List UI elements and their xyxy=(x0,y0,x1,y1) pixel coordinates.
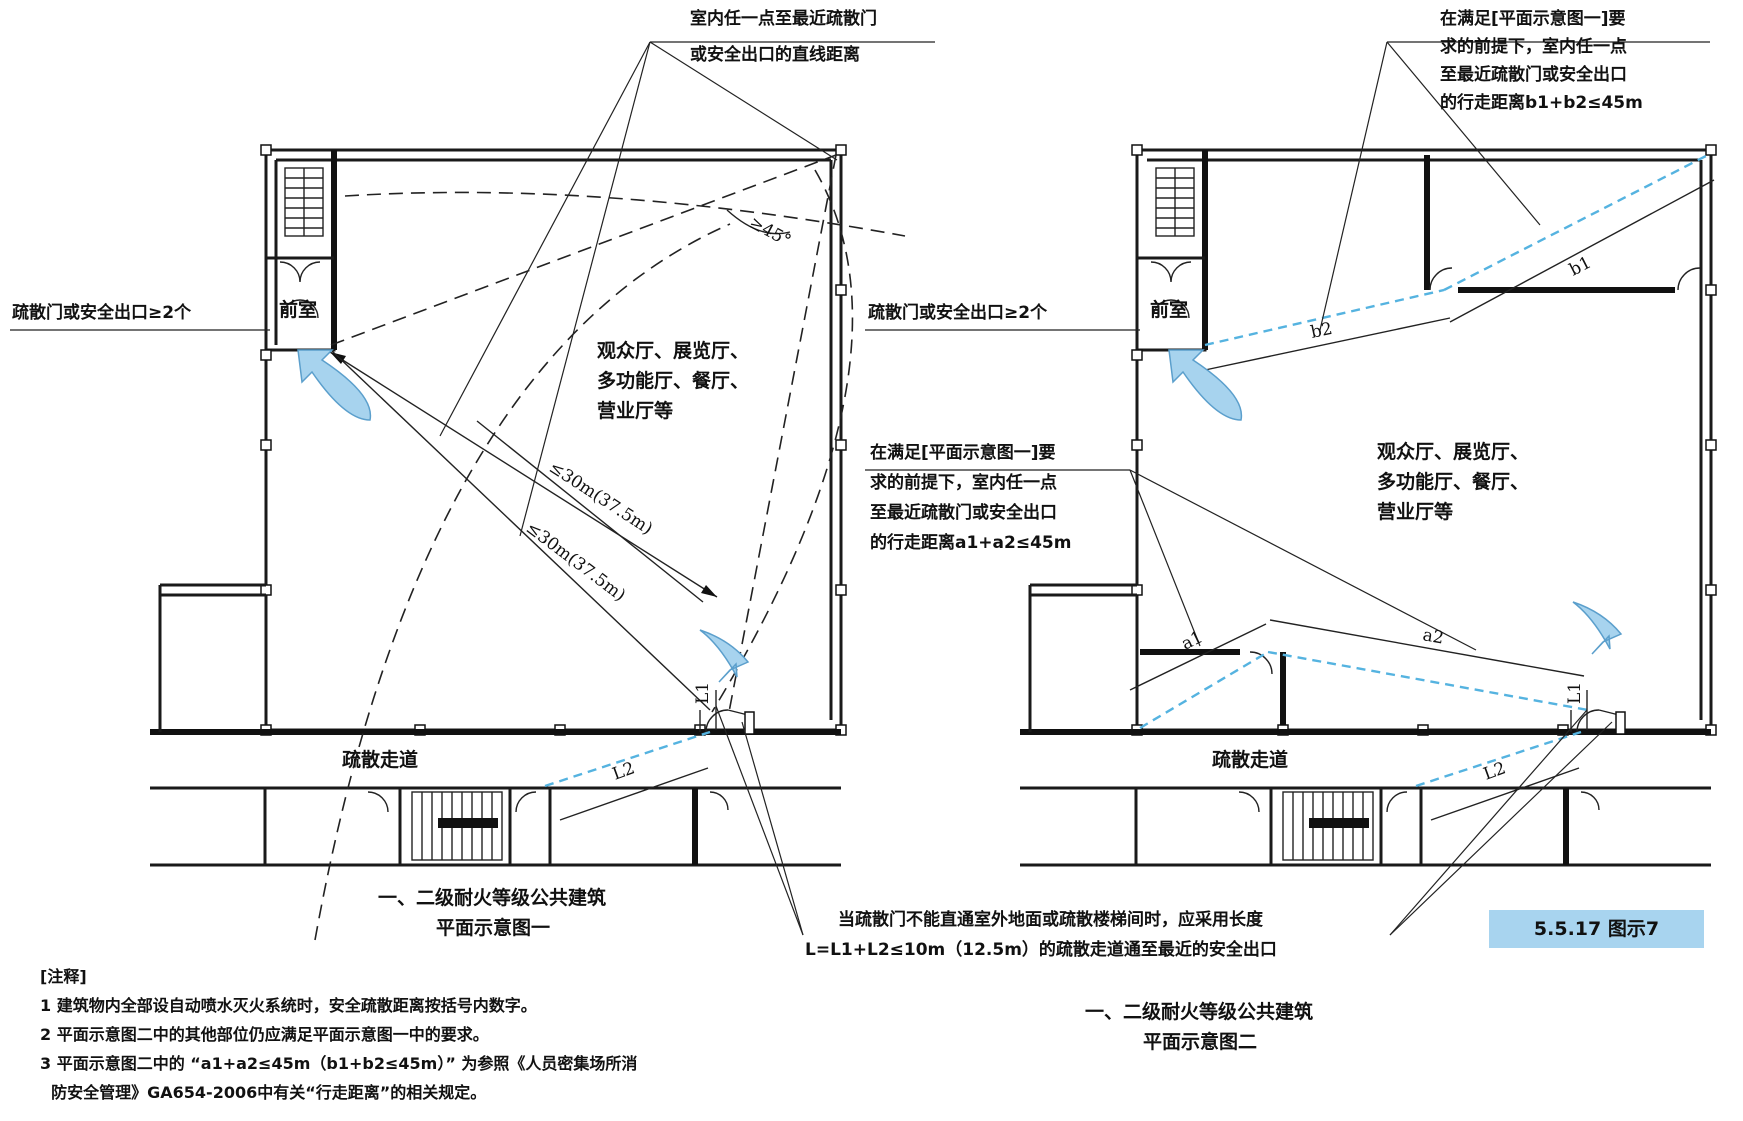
right-blue-arrow-hall xyxy=(1572,601,1623,655)
left-anteroom-door-top xyxy=(279,261,321,283)
left-leader-3 xyxy=(649,41,838,161)
right-blue-path-a1 xyxy=(1139,650,1269,730)
notes-block: [注释] 1 建筑物内全部设自动喷水灭火系统时，安全疏散距离按括号内数字。 2 … xyxy=(40,962,637,1107)
left-lower-stair-treads xyxy=(421,792,498,860)
left-leader-2 xyxy=(519,41,651,537)
right-l2-text: L2 xyxy=(1481,758,1509,784)
right-top-leader-1 xyxy=(1386,41,1541,226)
right-blue-path-b2 xyxy=(1204,288,1445,347)
left-door-jamb xyxy=(744,711,755,735)
left-lower-stair xyxy=(411,791,503,861)
right-corridor-label: 疏散走道 xyxy=(1212,749,1289,771)
notes-heading: [注释] xyxy=(40,967,87,986)
left-dash-arc-top xyxy=(344,191,906,237)
right-top-leader-2 xyxy=(1319,41,1388,331)
note-item: 2 平面示意图二中的其他部位仍应满足平面示意图一中的要求。 xyxy=(40,1025,489,1044)
right-blue-path-a2 xyxy=(1267,650,1589,712)
right-dim-a2 xyxy=(1269,619,1585,677)
left-title-line-2: 平面示意图一 xyxy=(436,917,551,939)
left-title-line-1: 一、二级耐火等级公共建筑 xyxy=(378,887,607,909)
right-blue-arrow-exit xyxy=(1168,349,1243,421)
left-header-line-2: 或安全出口的直线距离 xyxy=(690,45,860,65)
right-a2-text: a2 xyxy=(1421,625,1445,648)
left-hall-line-2: 多功能厅、餐厅、 xyxy=(597,370,750,392)
right-top-note-1: 在满足[平面示意图一]要 xyxy=(1440,9,1626,29)
right-exits-label: 疏散门或安全出口≥2个 xyxy=(868,303,1048,323)
right-lower-stair xyxy=(1282,791,1374,861)
right-hall-line-1: 观众厅、展览厅、 xyxy=(1377,441,1530,463)
left-dim-line-2 xyxy=(476,420,704,603)
left-dim-line-3 xyxy=(330,349,711,711)
left-leader-1 xyxy=(439,41,651,437)
right-blue-path-b1 xyxy=(1443,154,1707,292)
right-anteroom-label: 前室 xyxy=(1150,299,1189,321)
left-corridor-label: 疏散走道 xyxy=(342,749,419,771)
left-hall-line-3: 营业厅等 xyxy=(597,400,674,422)
right-mid-leader-2 xyxy=(1129,469,1477,651)
note-leader-l2 xyxy=(741,721,804,936)
right-mid-note-3: 至最近疏散门或安全出口 xyxy=(870,503,1057,523)
left-dash-diagonal-1 xyxy=(330,154,837,346)
note-item: 防安全管理》GA654-2006中有关“行走距离”的相关规定。 xyxy=(40,1083,487,1102)
right-hall-line-2: 多功能厅、餐厅、 xyxy=(1377,471,1530,493)
right-door-jamb xyxy=(1615,711,1626,735)
left-angle-text: ≥45° xyxy=(746,213,795,251)
note-item: 3 平面示意图二中的 “a1+a2≤45m（b1+b2≤45m）” 为参照《人员… xyxy=(40,1054,638,1073)
right-mid-leader-1 xyxy=(1129,469,1201,647)
right-dim-b1 xyxy=(1449,179,1715,323)
right-top-note-4: 的行走距离b1+b2≤45m xyxy=(1440,93,1643,113)
left-anteroom-label: 前室 xyxy=(279,299,318,321)
right-lower-stair-treads xyxy=(1292,792,1369,860)
right-mid-note-1: 在满足[平面示意图一]要 xyxy=(870,443,1056,463)
note-leader-r1 xyxy=(1389,709,1588,936)
note-item: 1 建筑物内全部设自动喷水灭火系统时，安全疏散距离按括号内数字。 xyxy=(40,996,537,1015)
right-dim-b2 xyxy=(1204,317,1451,371)
right-plan xyxy=(865,41,1717,936)
right-mid-note-4: 的行走距离a1+a2≤45m xyxy=(870,533,1072,553)
right-mid-note-2: 求的前提下，室内任一点 xyxy=(870,473,1057,493)
left-header-line-1: 室内任一点至最近疏散门 xyxy=(690,9,877,29)
right-top-note-3: 至最近疏散门或安全出口 xyxy=(1440,65,1627,85)
right-title-line-2: 平面示意图二 xyxy=(1143,1031,1258,1053)
right-anteroom-door-top xyxy=(1150,261,1192,283)
right-top-note-2: 求的前提下，室内任一点 xyxy=(1440,37,1627,57)
left-exits-label: 疏散门或安全出口≥2个 xyxy=(12,303,192,323)
note-leader-l1 xyxy=(715,705,804,936)
left-dim-arrow-1b xyxy=(701,585,717,597)
right-room-door-2 xyxy=(1677,267,1701,291)
left-dash-arc-right xyxy=(711,169,854,713)
note-leader-r2 xyxy=(1389,721,1613,936)
right-stair-treads xyxy=(1156,168,1194,236)
left-hall-line-1: 观众厅、展览厅、 xyxy=(597,340,750,362)
corridor-note-line-2: L=L1+L2≤10m（12.5m）的疏散走道通至最近的安全出口 xyxy=(805,940,1277,960)
right-b2-text: b2 xyxy=(1309,319,1334,343)
right-dim-a1 xyxy=(1129,623,1267,691)
right-room-door xyxy=(1429,267,1453,291)
corridor-note-line-1: 当疏散门不能直通室外地面或疏散楼梯间时，应采用长度 xyxy=(838,910,1263,930)
left-lower-rooms xyxy=(263,788,729,865)
right-a-room-door xyxy=(1249,651,1273,675)
left-stair-treads xyxy=(285,168,323,236)
left-angle-arc xyxy=(726,209,791,235)
left-l2-dim xyxy=(559,767,709,821)
right-title-line-1: 一、二级耐火等级公共建筑 xyxy=(1085,1001,1314,1023)
left-outer-wall xyxy=(264,148,843,732)
left-dash-arc-mid xyxy=(314,223,731,941)
left-plan xyxy=(10,41,935,941)
left-dim-line-1 xyxy=(329,351,718,598)
figure-badge: 5.5.17 图示7 xyxy=(1489,910,1704,948)
right-l1-text: L1 xyxy=(1565,682,1585,704)
left-l1-text: L1 xyxy=(693,682,713,704)
right-lower-rooms xyxy=(1134,788,1600,865)
left-anteroom-door-bottom xyxy=(281,299,319,319)
right-hall-line-3: 营业厅等 xyxy=(1377,501,1454,523)
left-l2-text: L2 xyxy=(610,758,638,784)
left-dash-diagonal-2 xyxy=(728,154,837,713)
right-anteroom-door-bottom xyxy=(1152,299,1190,319)
left-blue-arrow-hall xyxy=(699,629,750,683)
left-blue-arrow-exit xyxy=(297,349,372,421)
